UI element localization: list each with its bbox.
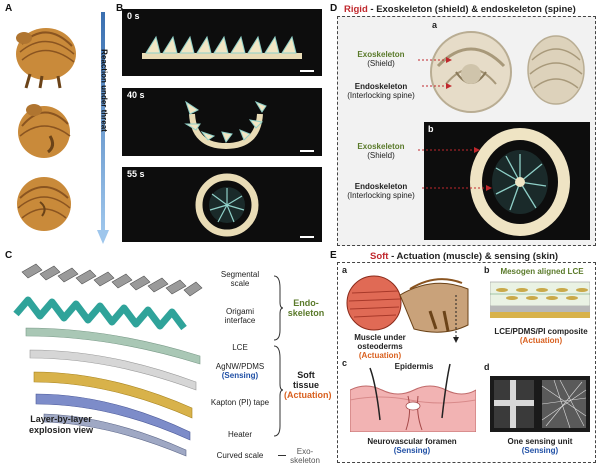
label-agnw: AgNW/PDMS(Sensing) — [215, 362, 265, 380]
e-epidermis-label: Epidermis — [394, 362, 434, 371]
panel-e-sub-d: d — [484, 362, 490, 372]
time-label-40s: 40 s — [127, 90, 145, 100]
heater-layer — [35, 393, 191, 441]
d-exoskeleton-a: Exoskeleton — [357, 50, 405, 59]
armadillo-photo-ball — [17, 177, 71, 231]
frame-0s — [122, 9, 322, 76]
group-endoskeleton: Endo-skeleton — [287, 298, 325, 318]
d-shield-a: (Shield) — [367, 59, 395, 68]
robot-ball — [195, 173, 259, 237]
segmental-scale-layer — [21, 263, 203, 297]
d-spine-a: (Interlocking spine) — [347, 91, 415, 100]
panel-d-title: Rigid - Exoskeleton (shield) & endoskele… — [344, 4, 576, 15]
label-curved-scale: Curved scale — [216, 451, 264, 460]
panel-label-a: A — [5, 3, 13, 14]
panel-e-sub-b: b — [484, 265, 490, 275]
panel-d-sub-b: b — [428, 124, 434, 134]
time-label-0s: 0 s — [127, 11, 140, 21]
d-pointer-arrows-b — [418, 147, 492, 191]
frame-40s — [122, 88, 322, 156]
panel-label-b: B — [116, 3, 124, 14]
e-sensing-unit-label: One sensing unit(Sensing) — [507, 437, 573, 455]
reaction-arrow — [97, 12, 109, 244]
panel-e-title: Soft - Actuation (muscle) & sensing (ski… — [370, 251, 559, 262]
e-foramen-label: Neurovascular foramen(Sensing) — [367, 437, 457, 455]
kapton-layer — [33, 371, 193, 419]
curved-scale-layer — [43, 413, 187, 457]
origami-interface-layer — [13, 296, 187, 331]
robot-ball-closeup — [470, 128, 570, 236]
label-heater: Heater — [227, 430, 252, 439]
panel-label-d: D — [330, 3, 338, 14]
scale-bar-0s — [300, 70, 314, 72]
muscle-osteoderm-illustration — [346, 275, 469, 343]
scale-bar-40s — [300, 150, 314, 152]
exo-dash — [278, 455, 286, 456]
skeleton-photo-side — [527, 35, 585, 105]
skin-cross-section — [350, 363, 476, 432]
group-exoskeleton: Exo-skeleton — [290, 447, 320, 465]
d-endoskeleton-a: Endoskeleton — [354, 82, 408, 91]
time-label-55s: 55 s — [127, 169, 145, 179]
panel-d-sub-a: a — [432, 20, 438, 30]
e-mesogen-label: Mesogen aligned LCE — [500, 267, 584, 276]
sensing-unit-illustration — [494, 379, 587, 429]
armadillo-photo-curling — [18, 104, 71, 158]
robot-flat — [142, 35, 302, 59]
d-exoskeleton-b: Exoskeleton — [357, 142, 405, 151]
panel-label-e: E — [330, 250, 337, 261]
label-lce: LCE — [232, 343, 248, 352]
scale-bar-55s — [300, 236, 314, 238]
d-spine-b: (Interlocking spine) — [347, 191, 415, 200]
label-kapton: Kapton (PI) tape — [210, 398, 270, 407]
robot-curling — [184, 100, 267, 150]
lce-layer — [25, 327, 201, 365]
armadillo-photo-standing — [16, 28, 76, 89]
reaction-arrow-label: Reaction under threat — [99, 49, 109, 132]
panel-label-c: C — [5, 250, 13, 261]
e-composite-label: LCE/PDMS/PI composite(Actuation) — [494, 327, 588, 345]
layer-stack-illustration — [13, 263, 203, 457]
d-endoskeleton-b: Endoskeleton — [354, 182, 408, 191]
lce-composite-illustration — [490, 281, 590, 318]
agnw-layer — [29, 349, 197, 391]
group-braces — [273, 275, 284, 437]
panel-e-sub-c: c — [342, 358, 348, 368]
d-pointer-arrows-a — [418, 57, 452, 89]
frame-55s — [122, 167, 322, 242]
d-shield-b: (Shield) — [367, 151, 395, 160]
skeleton-photo — [430, 31, 512, 113]
panel-e-sub-a: a — [342, 265, 348, 275]
